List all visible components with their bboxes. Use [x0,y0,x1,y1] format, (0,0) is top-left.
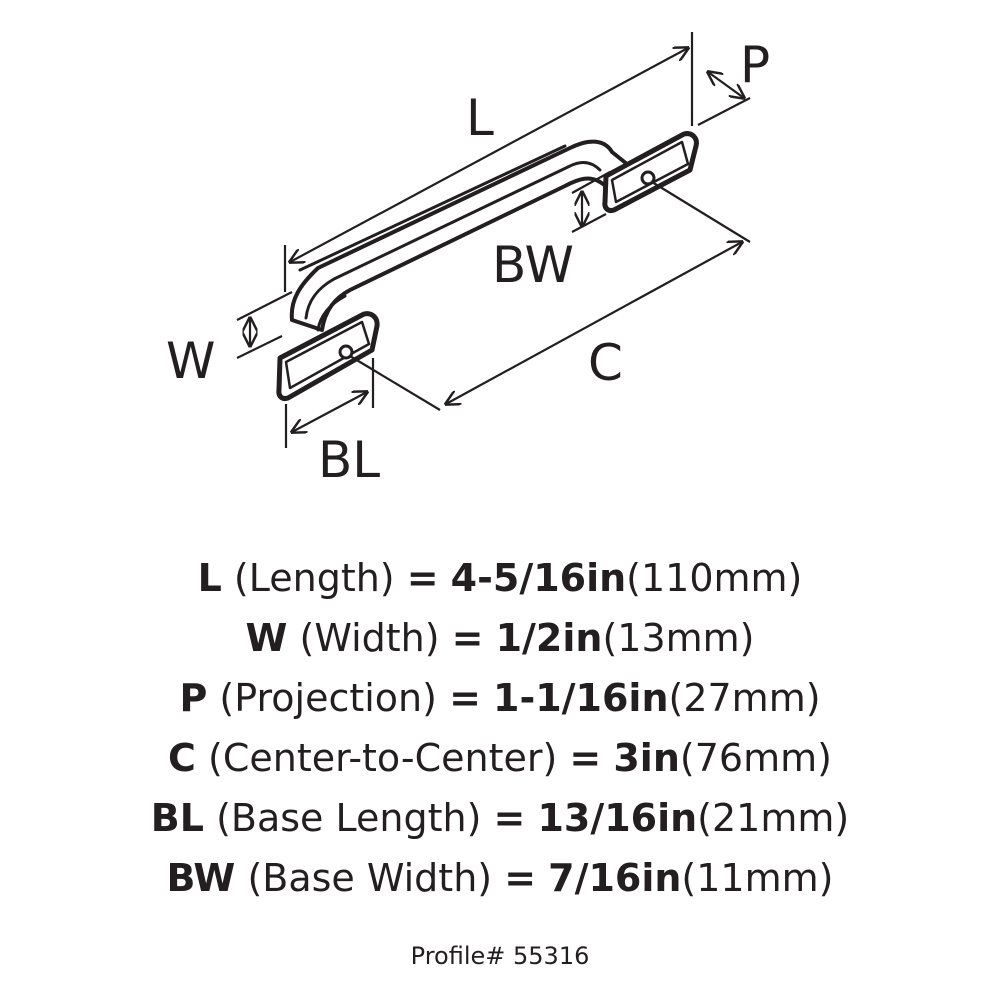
spec-value: 3in [613,736,680,780]
profile-number: Profile# 55316 [410,942,590,970]
spec-value: 13/16in [537,796,698,840]
spec-code: W [245,616,288,660]
spec-metric: (21mm) [697,796,850,840]
spec-value: 4-5/16in [450,556,627,600]
label-W: W [166,332,215,390]
label-P: P [740,36,770,94]
cabinet-pull-handle [276,131,699,401]
specification-list: L (Length) = 4-5/16in(110mm)W (Width) = … [0,548,1000,908]
spec-equals: = [504,856,537,900]
spec-line-c: C (Center-to-Center) = 3in(76mm) [0,728,1000,788]
spec-value: 1/2in [495,616,603,660]
spec-name: (Center-to-Center) [208,736,558,780]
spec-line-w: W (Width) = 1/2in(13mm) [0,608,1000,668]
spec-equals: = [493,796,526,840]
spec-name: (Width) [299,616,440,660]
spec-name: (Projection) [219,676,437,720]
spec-metric: (13mm) [602,616,755,660]
spec-line-p: P (Projection) = 1-1/16in(27mm) [0,668,1000,728]
spec-equals: = [406,556,439,600]
spec-name: (Base Length) [216,796,482,840]
dimension-lines [236,32,751,448]
spec-value: 1-1/16in [493,676,669,720]
spec-code: L [197,556,222,600]
spec-line-bl: BL (Base Length) = 13/16in(21mm) [0,788,1000,848]
spec-value: 7/16in [548,856,682,900]
label-BW: BW [492,236,574,294]
spec-line-l: L (Length) = 4-5/16in(110mm) [0,548,1000,608]
spec-metric: (110mm) [626,556,803,600]
spec-equals: = [449,676,481,720]
spec-metric: (11mm) [681,856,834,900]
spec-code: BW [166,856,236,900]
spec-code: P [179,676,208,720]
spec-code: C [168,736,196,780]
spec-line-bw: BW (Base Width) = 7/16in(11mm) [0,848,1000,908]
spec-name: (Base Width) [247,856,493,900]
spec-equals: = [451,616,484,660]
spec-name: (Length) [233,556,395,600]
label-BL: BL [318,431,380,489]
spec-equals: = [569,736,602,780]
spec-metric: (76mm) [679,736,832,780]
spec-code: BL [150,796,204,840]
spec-metric: (27mm) [668,676,821,720]
label-L: L [466,89,494,147]
label-C: C [588,334,623,392]
handle-dimension-diagram: L P BW W C BL [166,32,770,489]
